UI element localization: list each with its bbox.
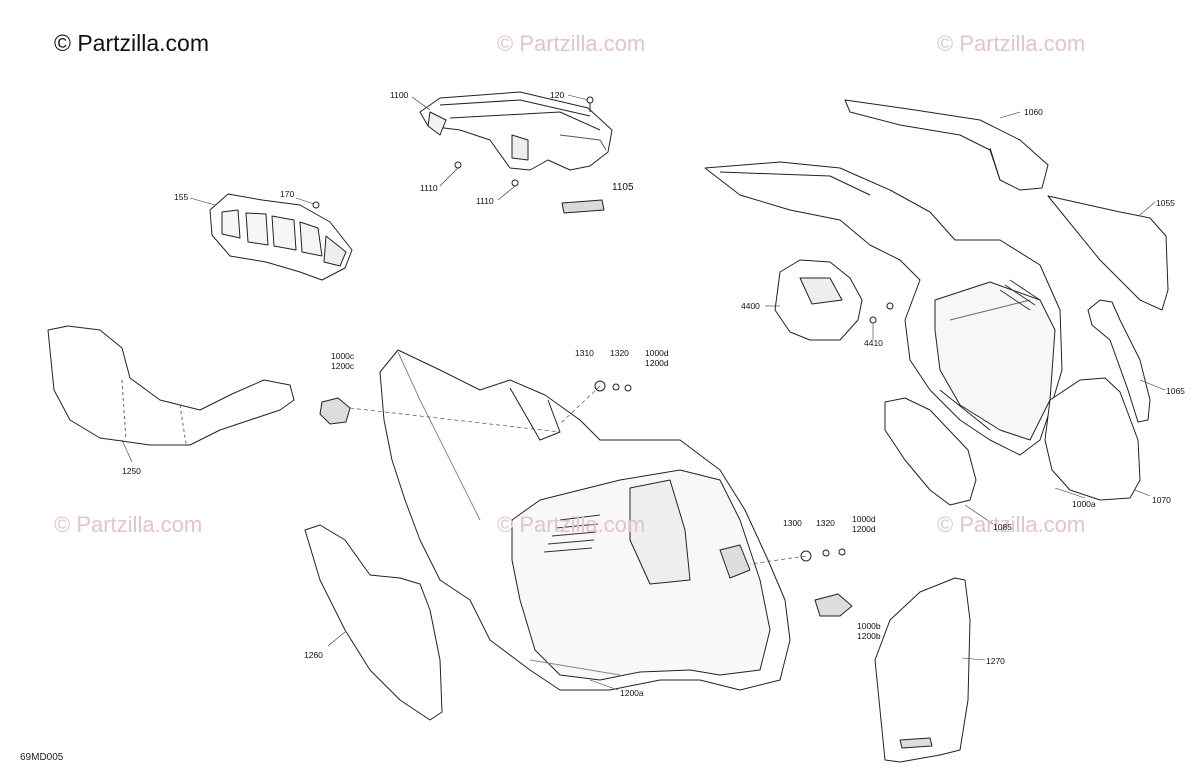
part-1310-1320-fasteners[interactable] — [594, 380, 632, 392]
watermark-text: © Partzilla.com — [54, 512, 203, 537]
diagram-code: 69MD005 — [20, 752, 64, 763]
callout-1000d[interactable]: 1000d — [645, 348, 669, 358]
watermark-text: © Partzilla.com — [497, 31, 646, 56]
callout-1200d[interactable]: 1200d — [645, 358, 669, 368]
callout-1200d[interactable]: 1200d — [852, 524, 876, 534]
callout-120[interactable]: 120 — [550, 90, 565, 100]
part-1260-panel[interactable] — [304, 524, 443, 721]
part-1105-pad[interactable] — [561, 199, 605, 214]
part-1070-pad[interactable] — [1044, 377, 1141, 501]
callout-4400[interactable]: 4400 — [741, 301, 760, 311]
callout-1000c[interactable]: 1000c — [331, 351, 355, 361]
part-1200a-body-panel[interactable] — [379, 349, 791, 691]
part-155-vent[interactable] — [209, 193, 353, 281]
callout-1000d[interactable]: 1000d — [852, 514, 876, 524]
callout-155[interactable]: 155 — [174, 192, 189, 202]
callout-1200c[interactable]: 1200c — [331, 361, 355, 371]
part-1065-strip[interactable] — [1087, 299, 1151, 423]
callout-1110[interactable]: 1110 — [476, 196, 494, 206]
callout-1320[interactable]: 1320 — [816, 518, 835, 528]
callout-1250[interactable]: 1250 — [122, 466, 141, 476]
callout-1070[interactable]: 1070 — [1152, 495, 1171, 505]
callout-1105[interactable]: 1105 — [612, 182, 634, 193]
callout-1200b[interactable]: 1200b — [857, 631, 881, 641]
callout-1085[interactable]: 1085 — [993, 522, 1012, 532]
part-4410-screw[interactable] — [869, 302, 894, 324]
part-1300-1320-fasteners[interactable] — [800, 548, 846, 562]
callout-1000b[interactable]: 1000b — [857, 621, 881, 631]
part-170-screw[interactable] — [312, 201, 320, 209]
leader-lines — [121, 94, 1166, 691]
callout-1200a[interactable]: 1200a — [620, 688, 644, 698]
part-1270-panel[interactable] — [874, 577, 971, 763]
part-1000b-clip[interactable] — [814, 593, 853, 617]
part-1085-pad[interactable] — [884, 397, 977, 506]
callout-1320[interactable]: 1320 — [610, 348, 629, 358]
callout-1110[interactable]: 1110 — [420, 183, 438, 193]
part-1055-panel[interactable] — [1047, 195, 1169, 311]
callout-1060[interactable]: 1060 — [1024, 107, 1043, 117]
callout-1055[interactable]: 1055 — [1156, 198, 1175, 208]
part-1000c-clip[interactable] — [319, 397, 351, 425]
part-1060-panel[interactable] — [844, 99, 1049, 191]
brand-logo-text: © Partzilla.com — [54, 30, 209, 56]
part-4400-module[interactable] — [774, 259, 863, 341]
part-1250-panel[interactable] — [47, 325, 295, 446]
watermark-text: © Partzilla.com — [937, 31, 1086, 56]
callout-1260[interactable]: 1260 — [304, 650, 323, 660]
callout-170[interactable]: 170 — [280, 189, 295, 199]
callout-1310[interactable]: 1310 — [575, 348, 594, 358]
part-1100-support[interactable] — [419, 91, 613, 171]
callout-4410[interactable]: 4410 — [864, 338, 883, 348]
watermark-text: © Partzilla.com — [497, 512, 646, 537]
callout-1300[interactable]: 1300 — [783, 518, 802, 528]
watermark-text: © Partzilla.com — [937, 512, 1086, 537]
callout-1100[interactable]: 1100 — [390, 90, 409, 100]
callout-1270[interactable]: 1270 — [986, 656, 1005, 666]
part-upper-cowl[interactable] — [704, 161, 1063, 456]
callout-1065[interactable]: 1065 — [1166, 386, 1185, 396]
callout-1000a[interactable]: 1000a — [1072, 499, 1096, 509]
